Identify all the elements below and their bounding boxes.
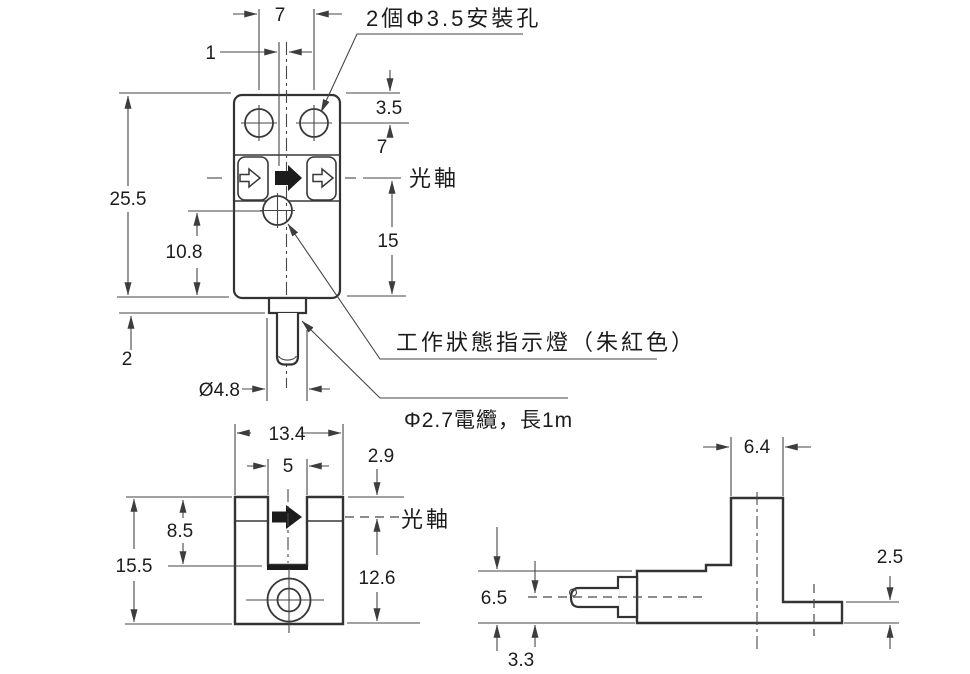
label-indicator-light: 工作狀態指示燈（朱紅色） bbox=[396, 330, 696, 355]
side-dimension-arrows bbox=[493, 443, 894, 651]
top-body bbox=[233, 495, 345, 626]
label-cable: Φ2.7電纜，長1m bbox=[404, 409, 573, 432]
front-dimension-arrows bbox=[124, 10, 396, 393]
dim-side-axis-to-bottom: 3.3 bbox=[508, 650, 534, 671]
front-hole-crosshairs bbox=[241, 105, 332, 141]
cable-gland bbox=[267, 296, 308, 315]
cable-end-seam bbox=[278, 355, 297, 361]
top-view: 13.4 5 2.9 光軸 8.5 15.5 12.6 bbox=[116, 424, 451, 633]
side-view: 6.4 2.5 6.5 3.3 bbox=[478, 437, 903, 671]
dim-top-top-to-axis: 2.9 bbox=[368, 446, 394, 467]
cable bbox=[275, 313, 300, 366]
front-leader-lines bbox=[287, 33, 657, 399]
dim-front-hole-spacing: 7 bbox=[275, 5, 286, 26]
side-center-lines bbox=[528, 492, 815, 652]
label-mounting-holes: 2個Φ3.5安裝孔 bbox=[366, 6, 541, 31]
dim-front-total-height: 25.5 bbox=[110, 189, 147, 210]
cable-leader bbox=[301, 320, 568, 399]
side-body bbox=[635, 496, 844, 625]
dim-side-foot-height: 2.5 bbox=[877, 547, 903, 568]
dim-side-prong-width: 6.4 bbox=[744, 437, 771, 458]
emitter-arrow-icon bbox=[239, 167, 262, 189]
front-right-window bbox=[306, 156, 337, 201]
dim-front-hole-to-axis: 7 bbox=[377, 137, 388, 158]
top-dimension-arrows bbox=[130, 429, 381, 623]
dim-front-axis-to-bottom: 15 bbox=[377, 231, 398, 252]
front-extension-lines bbox=[117, 92, 409, 401]
optical-axis-arrow-icon bbox=[275, 165, 302, 191]
front-view: 7 1 2個Φ3.5安裝孔 3.5 7 光軸 15 25.5 10.8 2 Ø4… bbox=[110, 5, 696, 432]
dim-top-slot-depth: 8.5 bbox=[167, 521, 193, 542]
dim-top-slot-width: 5 bbox=[283, 456, 294, 477]
dim-top-axis-to-bottom: 12.6 bbox=[359, 568, 396, 589]
side-body-outline bbox=[568, 496, 844, 625]
front-details bbox=[239, 165, 335, 228]
mounting-hole-leader bbox=[320, 33, 523, 113]
dim-top-total-height: 15.5 bbox=[116, 556, 153, 577]
dim-front-indicator-to-bottom: 10.8 bbox=[166, 242, 203, 263]
label-top-optical-axis: 光軸 bbox=[401, 507, 451, 532]
dim-front-gland-diameter: Ø4.8 bbox=[199, 380, 240, 401]
top-body-outline bbox=[233, 489, 345, 633]
side-extension-lines bbox=[478, 437, 899, 624]
label-front-optical-axis: 光軸 bbox=[409, 166, 459, 191]
front-left-window bbox=[237, 156, 269, 201]
dim-front-axis-offset: 1 bbox=[205, 43, 216, 64]
dim-top-total-width: 13.4 bbox=[269, 424, 306, 445]
top-optical-axis-arrow-icon bbox=[272, 505, 302, 529]
dim-front-top-to-hole: 3.5 bbox=[376, 98, 402, 119]
top-extension-lines bbox=[125, 424, 420, 625]
side-cable-tip-highlight bbox=[568, 588, 578, 597]
front-cable bbox=[267, 296, 308, 366]
receiver-arrow-icon bbox=[312, 167, 335, 189]
dim-front-gland-length: 2 bbox=[122, 349, 133, 370]
indicator-leader bbox=[287, 223, 657, 360]
dim-side-body-thickness: 6.5 bbox=[481, 588, 507, 609]
